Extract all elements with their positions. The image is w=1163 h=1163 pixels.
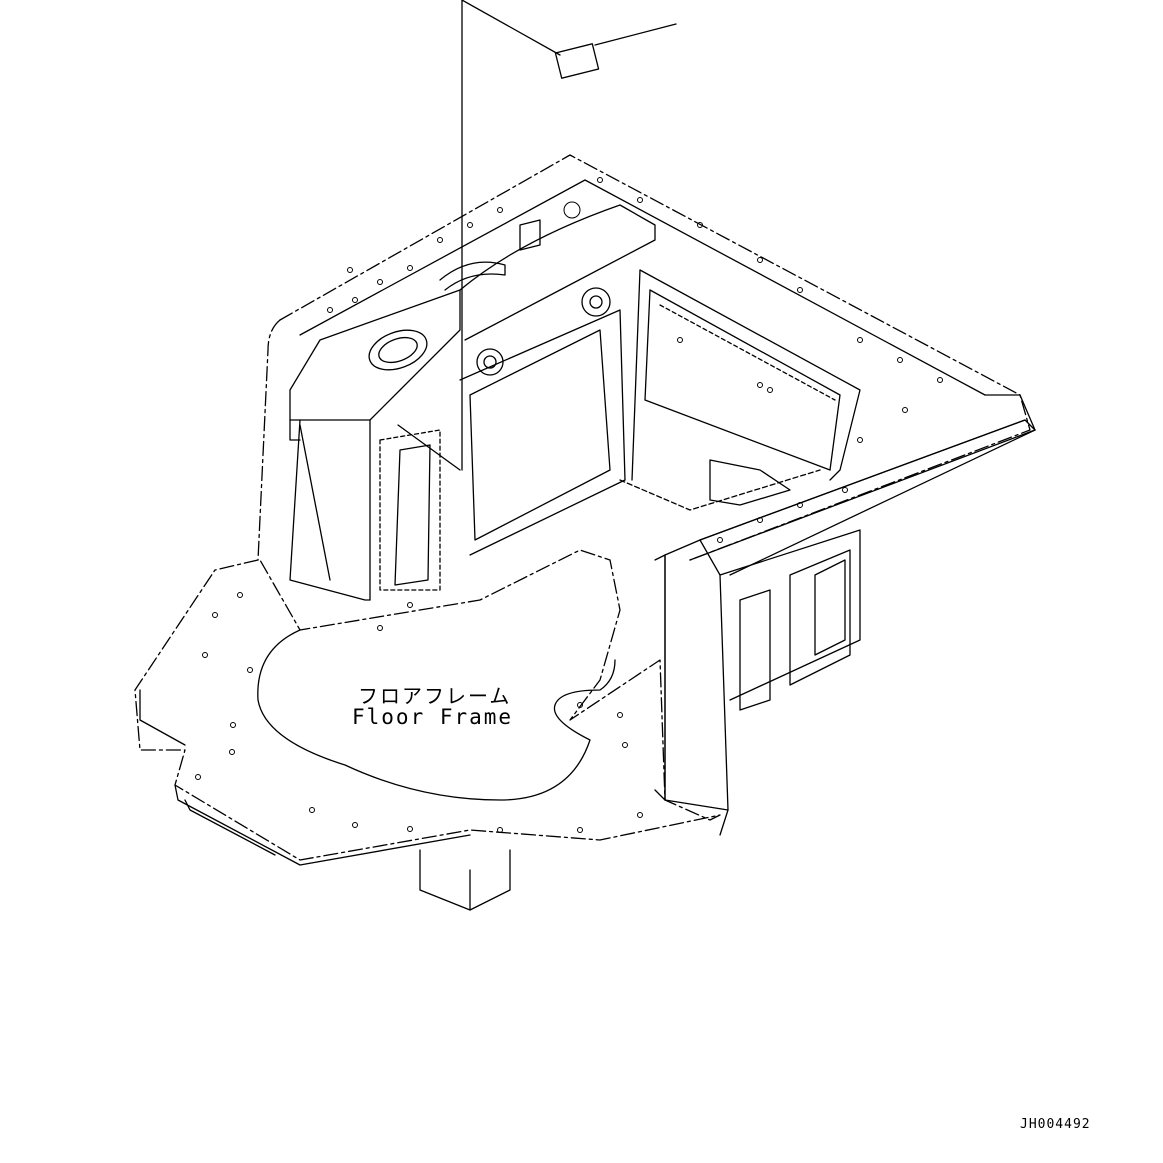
- leader-lines: [397, 0, 677, 471]
- part-label-english: Floor Frame: [352, 705, 514, 729]
- label-tag: [554, 43, 600, 79]
- floor-plate: [134, 549, 721, 911]
- right-pillar: [654, 419, 1036, 836]
- rear-panel: [459, 287, 626, 556]
- drawing-number: JH004492: [1020, 1117, 1091, 1132]
- bolt-holes: [195, 177, 943, 833]
- left-housing: [289, 204, 656, 601]
- part-label-japanese: フロアフレーム: [358, 684, 512, 708]
- right-cavity: [619, 269, 861, 511]
